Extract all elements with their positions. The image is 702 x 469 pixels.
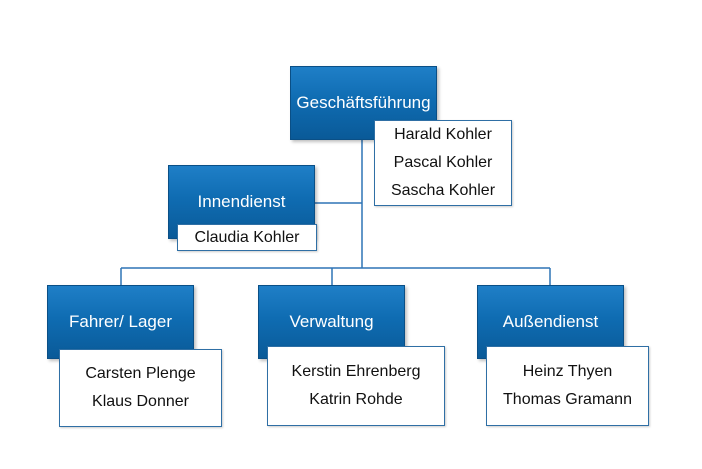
unit-fahrer-lager: Fahrer/ Lager — [47, 285, 194, 359]
person-name: Klaus Donner — [92, 393, 189, 410]
person-name: Katrin Rohde — [309, 391, 403, 408]
people-box-innendienst: Claudia Kohler — [177, 224, 317, 251]
people-box-verwaltung: Kerstin Ehrenberg Katrin Rohde — [267, 346, 445, 426]
person-name: Sascha Kohler — [390, 182, 496, 199]
unit-label: Außendienst — [502, 312, 599, 331]
person-name: Harald Kohler — [394, 126, 492, 143]
person-name: Thomas Gramann — [503, 391, 632, 408]
person-name: Pascal Kohler — [393, 154, 493, 171]
people-box-geschaeftsfuehrung: Harald Kohler Pascal Kohler Sascha Kohle… — [374, 120, 512, 206]
unit-label: Geschäftsführung — [296, 93, 431, 112]
people-box-fahrer-lager: Carsten Plenge Klaus Donner — [59, 349, 222, 427]
person-name: Carsten Plenge — [85, 365, 196, 382]
person-name: Claudia Kohler — [194, 228, 300, 246]
person-name: Kerstin Ehrenberg — [291, 363, 421, 380]
person-name: Heinz Thyen — [522, 363, 613, 380]
unit-label: Verwaltung — [289, 312, 374, 331]
people-box-aussendienst: Heinz Thyen Thomas Gramann — [486, 346, 649, 426]
unit-label: Innendienst — [197, 192, 286, 211]
unit-label: Fahrer/ Lager — [69, 312, 172, 331]
